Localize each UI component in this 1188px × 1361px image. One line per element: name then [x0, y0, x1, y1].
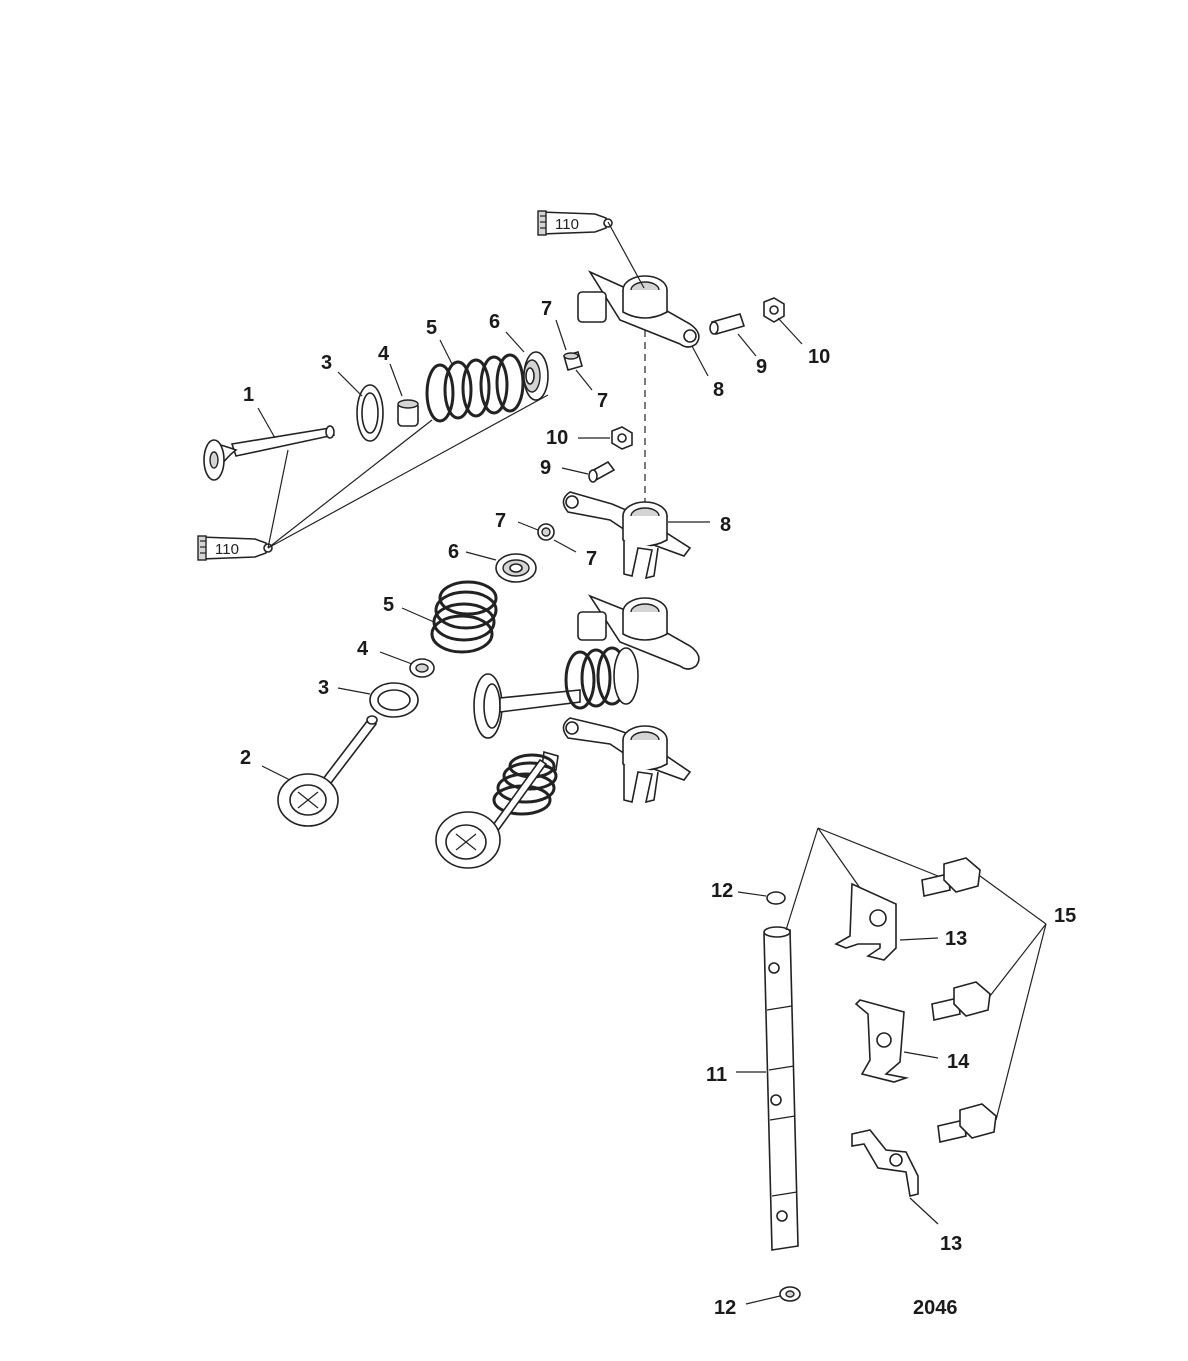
callout-4-upper: 4 [378, 343, 390, 365]
callout-13-lower: 13 [940, 1233, 962, 1255]
callout-5-upper: 5 [426, 317, 437, 339]
callout-6-middle: 6 [448, 541, 459, 563]
callout-10-middle: 10 [546, 427, 568, 449]
callout-7-d: 7 [586, 548, 597, 570]
spring-5-upper [425, 353, 525, 423]
assembled-valve-vertical [435, 750, 559, 869]
keeper-7-upper [563, 351, 583, 371]
bracket-13-lower [851, 1129, 919, 1197]
callout-11: 11 [706, 1064, 727, 1086]
callout-8-middle: 8 [720, 514, 731, 536]
valve-1-illustration [203, 425, 336, 481]
plug-12-top [766, 891, 786, 905]
rocker-arm-8-upper [577, 270, 700, 348]
callout-1: 1 [243, 384, 254, 406]
callout-14: 14 [947, 1051, 970, 1073]
diagram-ref-number: 2046 [913, 1297, 958, 1319]
rocker-arm-assembled-a [577, 594, 700, 670]
callout-6-upper: 6 [489, 311, 500, 333]
spring-5-middle [430, 580, 498, 654]
callout-12-top: 12 [711, 880, 733, 902]
retainer-6-middle [495, 553, 537, 583]
callout-4-middle: 4 [357, 638, 369, 660]
callout-7-a: 7 [541, 298, 552, 320]
callout-7-b: 7 [597, 390, 608, 412]
keeper-7-middle [537, 523, 555, 541]
callout-9-middle: 9 [540, 457, 551, 479]
callout-3-middle: 3 [318, 677, 329, 699]
callout-5-middle: 5 [383, 594, 394, 616]
tube-top-text: 110 [555, 216, 579, 233]
adjust-screw-9-middle [588, 460, 616, 483]
callout-12-bottom: 12 [714, 1297, 736, 1319]
bolt-15-bottom [937, 1103, 997, 1143]
bolt-15-top [921, 857, 981, 897]
callout-labels: 1 2 3 3 4 4 5 5 6 6 7 7 7 7 8 8 9 9 10 1… [240, 298, 1076, 1319]
tube-left-text: 110 [215, 541, 239, 558]
callout-9-upper: 9 [756, 356, 767, 378]
adjust-screw-9-upper [709, 313, 746, 335]
rocker-arm-assembled-b [562, 717, 692, 804]
leader-lines [257, 221, 1047, 1305]
callout-15: 15 [1054, 905, 1076, 927]
callout-7-c: 7 [495, 510, 506, 532]
bracket-13-upper [834, 882, 897, 961]
callout-3-upper: 3 [321, 352, 332, 374]
sealant-tube-top: 110 [537, 210, 613, 236]
callout-8-upper: 8 [713, 379, 724, 401]
callout-2: 2 [240, 747, 251, 769]
retainer-6-upper [523, 351, 549, 401]
valve-2-illustration [277, 715, 378, 827]
assembled-valve-horizontal [473, 646, 639, 739]
bolt-15-middle [931, 981, 991, 1021]
seal-4-upper [397, 399, 419, 427]
rocker-shaft-11 [763, 926, 799, 1251]
callout-13-upper: 13 [945, 928, 967, 950]
seal-4-middle [409, 658, 435, 678]
bracket-14 [854, 999, 910, 1083]
rocker-arm-8-middle [562, 491, 692, 580]
callout-10-upper: 10 [808, 346, 830, 368]
sealant-tube-left: 110 [197, 535, 273, 561]
